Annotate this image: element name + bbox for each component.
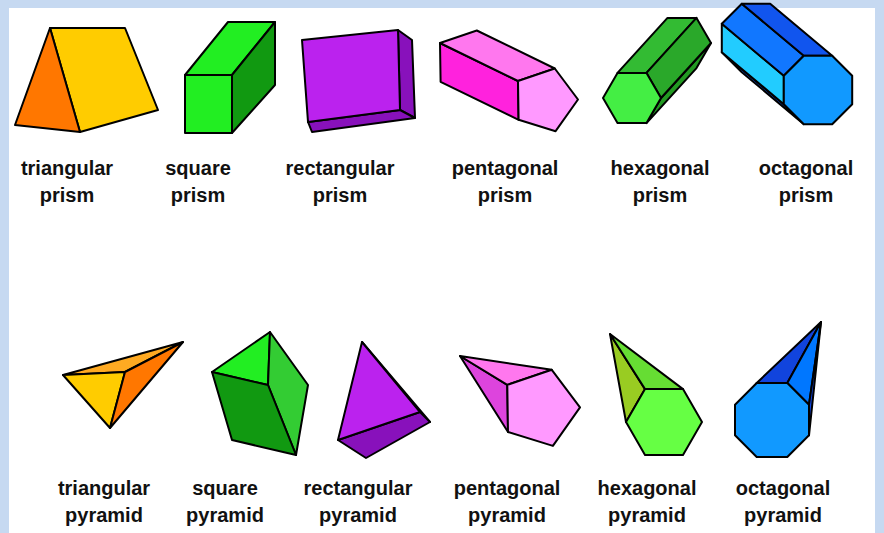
prism-face bbox=[15, 28, 80, 132]
shape-name: square prism bbox=[165, 155, 231, 209]
pyramid-face bbox=[110, 342, 183, 428]
prism-face bbox=[302, 30, 400, 122]
label-slot: hexagonal pyramid bbox=[598, 475, 697, 529]
label-slot: hexagonal prism bbox=[611, 155, 710, 209]
label-slot: rectangular pyramid bbox=[304, 475, 413, 529]
shape-name: triangular pyramid bbox=[58, 475, 150, 529]
prism-face bbox=[742, 4, 832, 56]
pyramid-face bbox=[809, 322, 821, 435]
label-slot: triangular pyramid bbox=[58, 475, 150, 529]
prism-face bbox=[232, 22, 275, 133]
prism-face bbox=[647, 18, 712, 98]
label-slot: rectangular prism bbox=[286, 155, 395, 209]
label-slot: triangular prism bbox=[21, 155, 113, 209]
pyramid-face bbox=[735, 383, 809, 457]
pyramid-face bbox=[212, 372, 296, 455]
label-slot: square prism bbox=[165, 155, 231, 209]
pyramid-face bbox=[626, 389, 702, 455]
shape-name: pentagonal pyramid bbox=[454, 475, 561, 529]
pyramid-face bbox=[610, 334, 683, 389]
shape-name: square pyramid bbox=[186, 475, 264, 529]
label-slot: octagonal prism bbox=[759, 155, 853, 209]
prism-face bbox=[518, 69, 578, 132]
label-slot: octagonal pyramid bbox=[736, 475, 830, 529]
shape-name: pentagonal prism bbox=[452, 155, 559, 209]
shape-name: hexagonal pyramid bbox=[598, 475, 697, 529]
shape-name: triangular prism bbox=[21, 155, 113, 209]
shape-name: octagonal pyramid bbox=[736, 475, 830, 529]
label-slot: square pyramid bbox=[186, 475, 264, 529]
pyramid-face bbox=[338, 342, 420, 440]
prism-face bbox=[185, 75, 232, 133]
shape-name: octagonal prism bbox=[759, 155, 853, 209]
prism-face bbox=[784, 56, 852, 124]
shape-name: hexagonal prism bbox=[611, 155, 710, 209]
shape-name: rectangular pyramid bbox=[304, 475, 413, 529]
prism-face bbox=[603, 73, 661, 123]
shape-name: rectangular prism bbox=[286, 155, 395, 209]
label-slot: pentagonal prism bbox=[452, 155, 559, 209]
label-slot: pentagonal pyramid bbox=[454, 475, 561, 529]
pyramid-face bbox=[507, 370, 580, 446]
